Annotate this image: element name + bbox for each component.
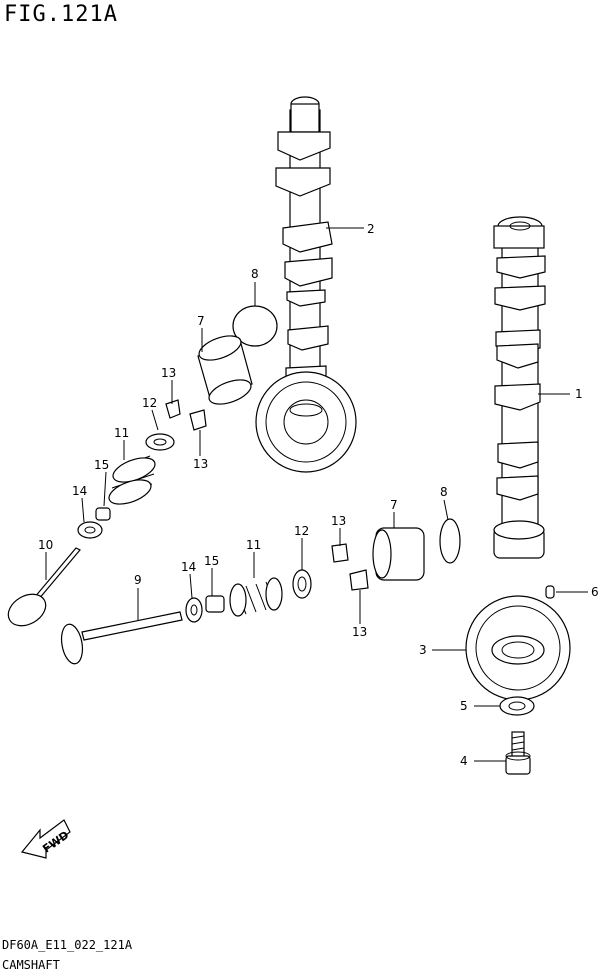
camshaft-sprocket-intake xyxy=(255,371,357,473)
washer[interactable] xyxy=(499,696,535,716)
callout-2: 2 xyxy=(367,222,375,236)
camshaft-intake[interactable] xyxy=(255,96,357,473)
fwd-arrow-icon: FWD xyxy=(20,819,71,859)
figure-title: FIG.121A xyxy=(4,2,118,27)
callout-12-lower: 12 xyxy=(294,524,309,538)
callout-6: 6 xyxy=(591,585,599,599)
callout-4: 4 xyxy=(460,754,468,768)
callout-15-upper: 15 xyxy=(94,458,109,472)
callout-8-upper: 8 xyxy=(251,267,259,281)
leader-lines xyxy=(45,227,588,762)
camshaft-exhaust[interactable] xyxy=(493,216,546,559)
callout-14-lower: 14 xyxy=(181,560,196,574)
callout-9: 9 xyxy=(134,573,142,587)
callout-13-upper-b: 13 xyxy=(193,457,208,471)
callout-8-lower: 8 xyxy=(440,485,448,499)
callout-13-lower-a: 13 xyxy=(331,514,346,528)
pin[interactable] xyxy=(545,585,555,599)
callout-15-lower: 15 xyxy=(204,554,219,568)
callout-10: 10 xyxy=(38,538,53,552)
callout-7-upper: 7 xyxy=(197,314,205,328)
callout-1: 1 xyxy=(575,387,583,401)
callout-3: 3 xyxy=(419,643,427,657)
callout-13-lower-b: 13 xyxy=(352,625,367,639)
callout-14-upper: 14 xyxy=(72,484,87,498)
figure-code: DF60A_E11_022_121A xyxy=(2,938,133,952)
figure-name: CAMSHAFT xyxy=(2,958,60,972)
callout-5: 5 xyxy=(460,699,468,713)
valve-train-lower[interactable] xyxy=(59,518,461,665)
callout-11-lower: 11 xyxy=(246,538,261,552)
callout-12-upper: 12 xyxy=(142,396,157,410)
callout-labels: 1 2 3 4 5 6 7 7 8 8 9 10 11 11 12 12 13 … xyxy=(38,222,599,768)
callout-7-lower: 7 xyxy=(390,498,398,512)
valve-train-upper[interactable] xyxy=(3,305,278,632)
sprocket[interactable] xyxy=(465,595,571,701)
callout-11-upper: 11 xyxy=(114,426,129,440)
bolt[interactable] xyxy=(505,731,531,775)
callout-13-upper-a: 13 xyxy=(161,366,176,380)
